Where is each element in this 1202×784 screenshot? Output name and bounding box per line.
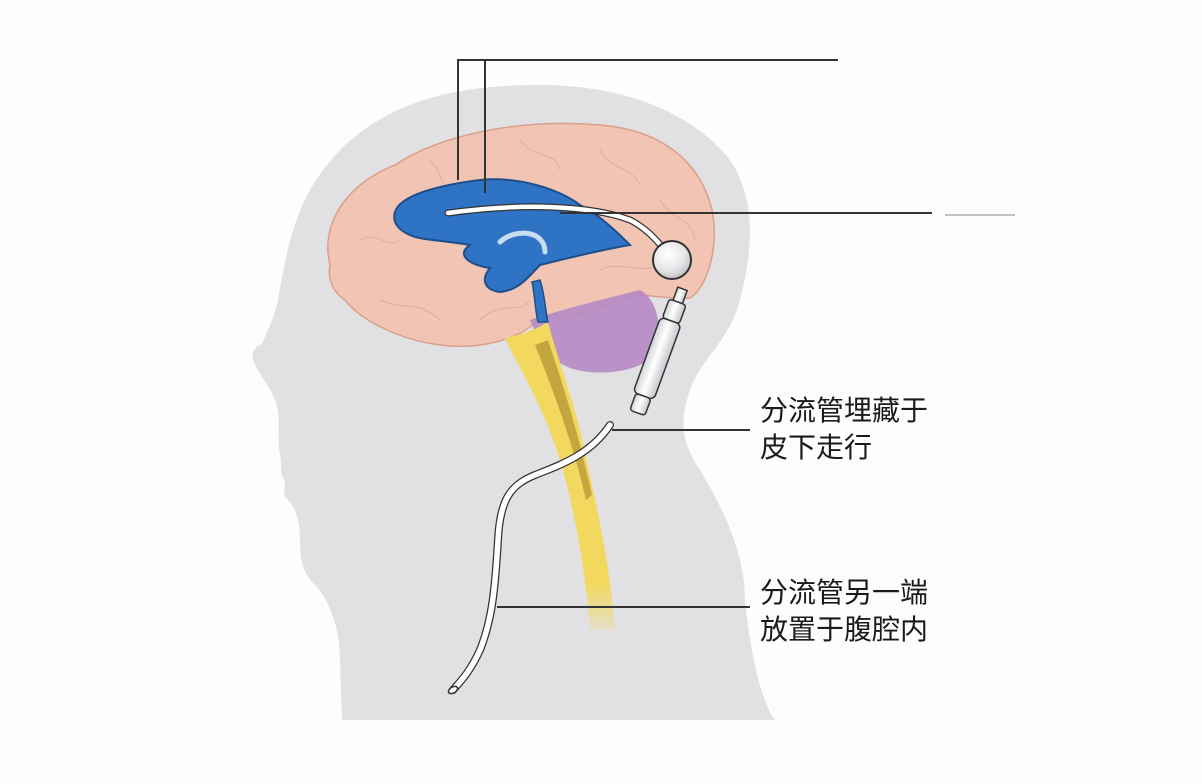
leader-ventricle-top xyxy=(457,59,838,180)
fourth-ventricle-duct xyxy=(531,279,549,323)
spinal-cord xyxy=(505,322,615,630)
leader-lines xyxy=(457,59,932,608)
label-shunt-subcutaneous: 分流管埋藏于 皮下走行 xyxy=(760,392,928,466)
shunt-valve-body xyxy=(629,286,689,416)
label-line-1: 分流管另一端 xyxy=(760,576,929,609)
label-line-2: 放置于腹腔内 xyxy=(760,613,929,646)
label-line-1: 分流管埋藏于 xyxy=(760,394,929,427)
shunt-valve xyxy=(652,240,692,280)
label-line-2: 皮下走行 xyxy=(760,431,873,464)
ventricle-highlight xyxy=(497,230,548,255)
cerebellum xyxy=(530,290,659,373)
label-shunt-peritoneal: 分流管另一端 放置于腹腔内 xyxy=(760,574,928,648)
